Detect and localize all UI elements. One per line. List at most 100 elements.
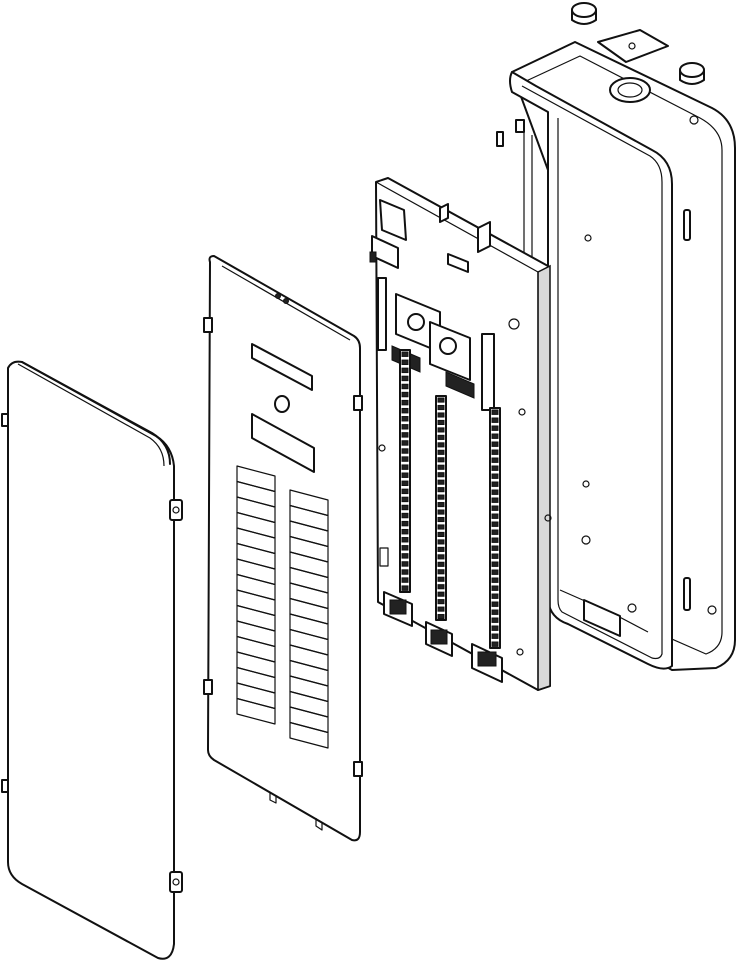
breaker-stab: [437, 412, 445, 418]
breaker-stab: [491, 569, 499, 575]
breaker-stab: [491, 553, 499, 559]
terminal-block: [471, 643, 503, 683]
breaker-stab: [401, 416, 409, 422]
breaker-stab: [437, 404, 445, 411]
breaker-stab: [491, 633, 499, 639]
breaker-stab: [491, 641, 499, 647]
breaker-stab: [437, 509, 445, 515]
breaker-stab: [437, 464, 445, 470]
breaker-stab: [401, 399, 409, 406]
terminal-block: [383, 591, 413, 627]
circuit-knockout-slot: [236, 697, 276, 725]
top-knockout: [609, 77, 651, 103]
breaker-stab: [491, 457, 499, 463]
breaker-stab: [491, 409, 499, 415]
breaker-stab: [491, 449, 499, 455]
breaker-stab: [437, 427, 445, 433]
breaker-stab: [491, 625, 499, 631]
side-slot: [683, 577, 691, 611]
breaker-stab: [491, 545, 499, 551]
breaker-stab: [491, 497, 499, 503]
breaker-stab: [437, 546, 445, 552]
main-breaker-opening: [274, 395, 290, 413]
breaker-stab: [401, 512, 409, 519]
breaker-stab: [437, 539, 445, 545]
label-window: [251, 343, 313, 391]
bus-bar-left: [399, 349, 411, 593]
top-flange: [597, 29, 669, 63]
breaker-stab: [491, 593, 499, 599]
breaker-stab: [437, 502, 445, 508]
breaker-stab: [401, 351, 409, 357]
door-trim: [1, 360, 183, 960]
breaker-stab: [437, 397, 445, 403]
breaker-stab: [401, 391, 409, 398]
breaker-stab: [401, 537, 409, 543]
bottom-bracket: [583, 599, 621, 637]
main-cutout: [251, 413, 315, 473]
breaker-stab: [491, 537, 499, 543]
breaker-stab: [491, 417, 499, 423]
breaker-stab: [491, 617, 499, 623]
breaker-stab: [491, 561, 499, 567]
breaker-stab: [491, 577, 499, 583]
breaker-stab: [491, 481, 499, 487]
knockout-plug-right: [679, 62, 705, 85]
hinge-bottom: [169, 871, 183, 893]
breaker-stab: [491, 465, 499, 471]
breaker-stab: [437, 531, 445, 538]
dead-front-cover: [203, 255, 363, 842]
breaker-stab: [437, 516, 445, 523]
breaker-stab: [401, 520, 409, 527]
breaker-stab: [437, 419, 445, 426]
breaker-stab: [437, 434, 445, 440]
breaker-stab: [491, 433, 499, 439]
breaker-stab: [401, 424, 409, 430]
breaker-stab: [401, 383, 409, 390]
breaker-stab: [401, 456, 409, 462]
breaker-stab: [437, 554, 445, 560]
breaker-stab: [401, 464, 409, 470]
breaker-stab: [401, 440, 409, 446]
breaker-stab: [491, 529, 499, 535]
breaker-stab: [401, 496, 409, 503]
breaker-stab: [401, 569, 409, 575]
breaker-stab: [401, 407, 409, 414]
breaker-stab: [437, 494, 445, 500]
breaker-stab: [437, 457, 445, 463]
breaker-stab: [401, 448, 409, 454]
breaker-stab: [491, 505, 499, 511]
breaker-stab: [401, 545, 409, 551]
enclosure-box: [496, 29, 736, 671]
breaker-stab: [437, 479, 445, 485]
breaker-stab: [491, 609, 499, 615]
breaker-stab: [401, 432, 409, 438]
hinge-top: [169, 499, 183, 521]
knockout-column-right: [289, 489, 329, 749]
breaker-stab: [491, 601, 499, 607]
breaker-stab: [401, 553, 409, 559]
bus-bar-right: [489, 407, 501, 649]
breaker-stab: [491, 521, 499, 527]
breaker-stab: [401, 528, 409, 535]
breaker-stab: [491, 473, 499, 479]
breaker-stab: [437, 591, 445, 597]
breaker-stab: [437, 472, 445, 478]
breaker-stab: [401, 504, 409, 511]
breaker-stab: [401, 367, 409, 374]
breaker-stab: [437, 449, 445, 455]
breaker-stab: [437, 561, 445, 567]
breaker-stab: [491, 585, 499, 591]
breaker-stab: [437, 487, 445, 493]
breaker-stab: [401, 359, 409, 366]
breaker-stab: [491, 489, 499, 495]
breaker-stab: [491, 513, 499, 519]
breaker-stab: [491, 441, 499, 447]
bus-bar-center: [435, 395, 447, 621]
breaker-stab: [401, 375, 409, 382]
panel-interior: [369, 177, 552, 692]
breaker-stab: [401, 480, 409, 487]
breaker-stab: [437, 524, 445, 530]
